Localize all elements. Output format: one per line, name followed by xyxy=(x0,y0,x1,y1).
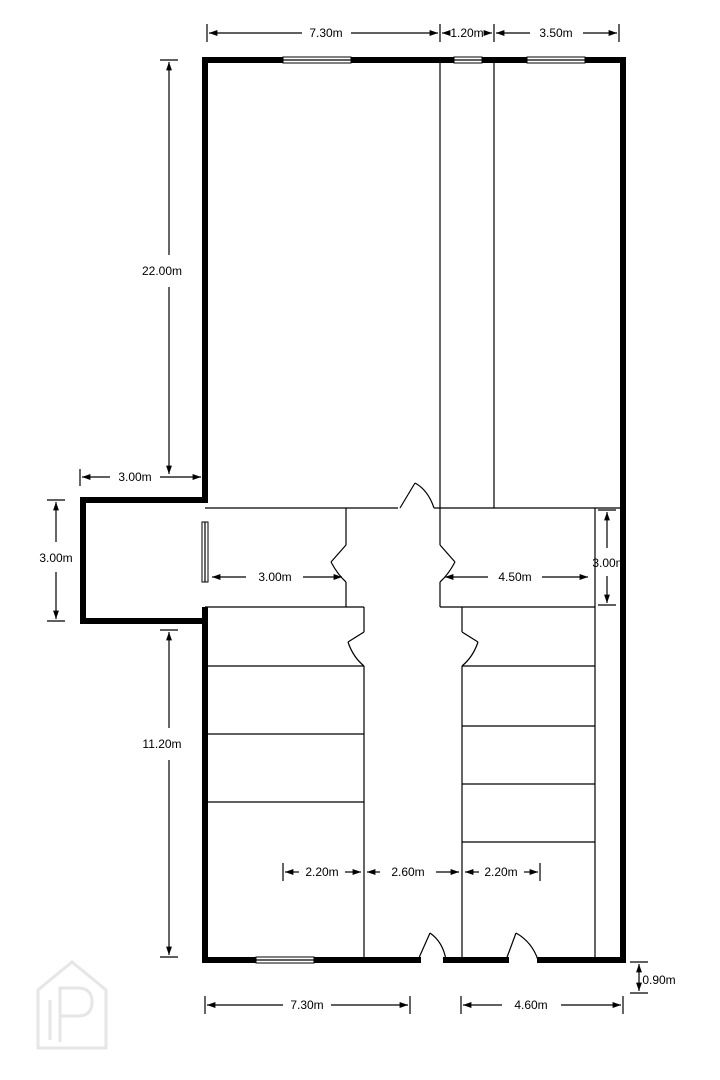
door-main-hall xyxy=(399,482,435,509)
dim-mid-left-room: 3.00m xyxy=(258,570,291,584)
dim-top-right-width: 3.50m xyxy=(539,26,572,40)
door-left-office xyxy=(330,544,347,583)
door-side-entrance xyxy=(505,932,539,961)
door-left-bays xyxy=(347,631,365,667)
dim-left-bay-width: 2.20m xyxy=(305,865,338,879)
dim-lower-left-length: 11.20m xyxy=(142,737,181,751)
interior-partitions xyxy=(205,60,623,960)
dim-bottom-offset: 0.90m xyxy=(642,973,675,987)
dim-annex-width: 3.00m xyxy=(118,470,151,484)
dim-right-bay-width: 2.20m xyxy=(484,865,517,879)
dim-upper-length: 22.00m xyxy=(142,264,182,278)
dim-right-room-depth: 3.00m xyxy=(592,556,625,570)
door-front-entrance xyxy=(417,932,447,961)
dim-top-corridor-width: 1.20m xyxy=(450,26,483,40)
door-right-office xyxy=(439,544,456,583)
dim-central-aisle-width: 2.60m xyxy=(391,865,424,879)
dim-bottom-left-width: 7.30m xyxy=(290,998,323,1012)
watermark-logo xyxy=(36,960,108,1050)
exterior-walls xyxy=(80,57,626,963)
dimension-lines xyxy=(47,24,648,1014)
dim-bottom-right-width: 4.60m xyxy=(514,998,547,1012)
dim-annex-depth: 3.00m xyxy=(39,551,72,565)
doors xyxy=(330,482,539,961)
dim-top-left-width: 7.30m xyxy=(309,26,342,40)
dimension-labels: 7.30m 1.20m 3.50m 22.00m 3.00m 3.00m 3.0… xyxy=(39,26,675,1012)
windows xyxy=(201,56,586,964)
door-right-bays xyxy=(461,631,479,667)
dim-mid-right-room: 4.50m xyxy=(498,570,531,584)
